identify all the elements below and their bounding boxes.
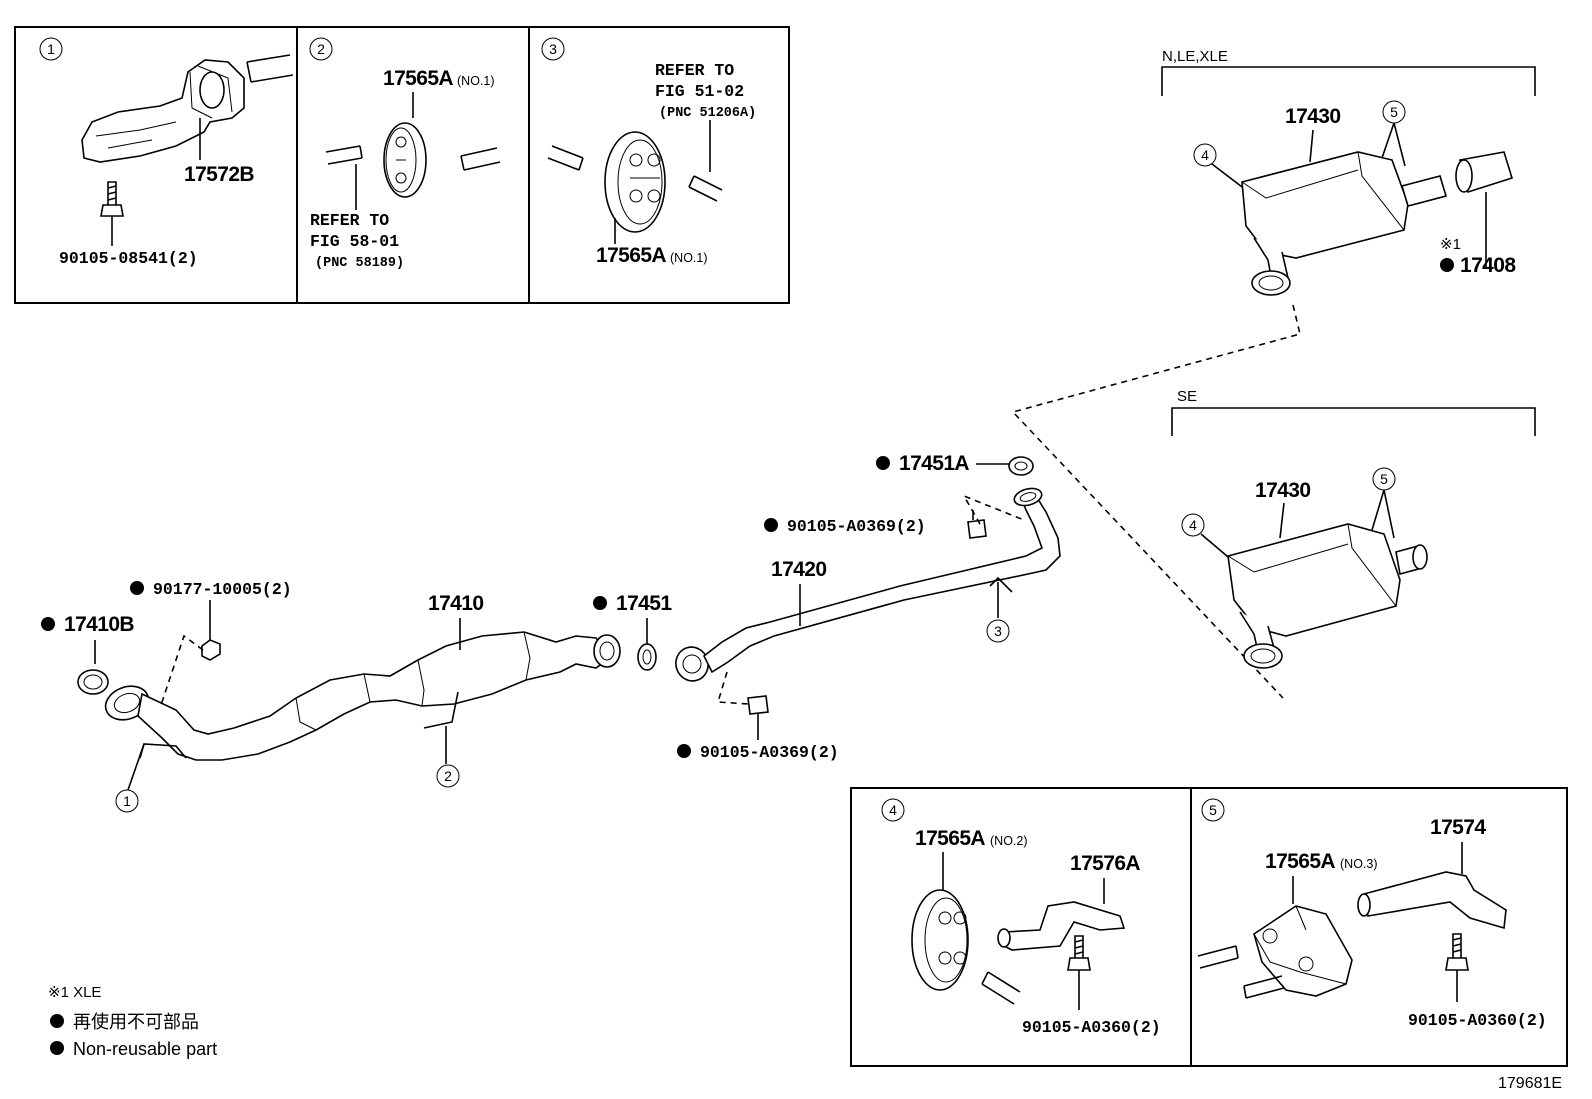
callout-circle-3 — [541, 37, 565, 61]
legend: ※1 XLE 再使用不可部品 Non-reusable part — [48, 984, 217, 1059]
callout-circle-1 — [39, 37, 63, 61]
main-exhaust-assembly: 17410B 90177-10005(2) 1 2 17410 1745 — [41, 452, 1061, 813]
svg-text:3: 3 — [994, 623, 1002, 639]
refer-fig-box2: FIG 58-01 — [310, 232, 399, 251]
part-label-17410B: 17410B — [64, 613, 134, 636]
variant-n-le-xle: N,LE,XLE 17430 5 4 ※1 17408 — [1161, 48, 1536, 296]
svg-text:5: 5 — [1390, 104, 1398, 120]
hanger-rubber-17565A-no3 — [1253, 905, 1353, 997]
refer-to-line-box3: REFER TO — [655, 61, 734, 80]
part-label-17565A-no1-box2: 17565A — [383, 67, 453, 90]
callout-circle-4-box — [881, 798, 905, 822]
refer-pnc-box2: (PNC 58189) — [315, 256, 404, 271]
gasket-17451A — [1008, 456, 1034, 476]
variant-label-n-le-xle: N,LE,XLE — [1162, 48, 1228, 65]
hanger-rod-17574 — [1363, 871, 1507, 930]
svg-text:2: 2 — [444, 768, 452, 784]
gasket-17410B — [77, 669, 109, 695]
part-label-17576A: 17576A — [1070, 852, 1140, 875]
figure-id: 179681E — [1498, 1075, 1562, 1092]
legend-nonreusable-jp: 再使用不可部品 — [73, 1012, 199, 1032]
svg-text:4: 4 — [1189, 517, 1197, 533]
bolt-90105-A0369-front — [747, 695, 769, 715]
bolt-90105-A0360-box5 — [1445, 957, 1469, 971]
non-reusable-dot-bolt-front — [677, 744, 691, 758]
callout-circle-2-label: 2 — [317, 41, 325, 57]
part-label-90105-A0360-box5: 90105-A0360(2) — [1408, 1011, 1547, 1030]
part-label-17430-se: 17430 — [1255, 479, 1310, 502]
callout-circle-1-main — [115, 789, 139, 813]
non-reusable-dot-17408 — [1440, 258, 1454, 272]
svg-text:4: 4 — [1201, 147, 1209, 163]
part-label-no1-box2: (NO.1) — [457, 74, 495, 88]
hanger-rubber-17565A-no2 — [911, 889, 969, 991]
svg-text:5: 5 — [1380, 471, 1388, 487]
part-label-17574: 17574 — [1430, 816, 1486, 839]
hanger-rubber-17565A-box3 — [604, 131, 666, 233]
part-label-17565A-no3: 17565A — [1265, 850, 1335, 873]
center-pipe-17420 — [702, 495, 1061, 674]
legend-nonreusable-en: Non-reusable part — [73, 1039, 217, 1059]
variant-label-se: SE — [1177, 388, 1197, 405]
variant-se: SE 17430 5 4 — [1171, 388, 1536, 669]
non-reusable-dot-bolt-rear — [764, 518, 778, 532]
legend-dot-en — [50, 1041, 64, 1055]
muffler-17430-top — [1241, 151, 1409, 259]
part-label-no2: (NO.2) — [990, 834, 1028, 848]
refer-to-line-box2: REFER TO — [310, 211, 389, 230]
non-reusable-dot-17451 — [593, 596, 607, 610]
part-label-17565A-no2: 17565A — [915, 827, 985, 850]
part-label-17430-top: 17430 — [1285, 105, 1340, 128]
non-reusable-dot-17451A — [876, 456, 890, 470]
detail-box-3: 3 REFER TO FIG 51-02 (PNC 51206A) 17565A… — [528, 26, 790, 304]
non-reusable-dot-17410B — [41, 617, 55, 631]
svg-text:4: 4 — [889, 802, 897, 818]
svg-text:5: 5 — [1209, 802, 1217, 818]
detail-box-5: 5 17574 17565A (NO.3) 90105-A0360(2) — [1190, 787, 1568, 1067]
note-mark-xle: ※1 — [1440, 236, 1461, 253]
part-label-no1-box3: (NO.1) — [670, 251, 708, 265]
part-label-90105-A0360-box4: 90105-A0360(2) — [1022, 1018, 1161, 1037]
nut-90177-10005 — [201, 639, 221, 661]
svg-text:1: 1 — [123, 793, 131, 809]
front-pipe-flange — [104, 685, 150, 721]
callout-circle-5-box — [1201, 798, 1225, 822]
bolt-90105-A0360-box4 — [1067, 957, 1091, 971]
part-label-90177-10005: 90177-10005(2) — [153, 580, 292, 599]
callout-circle-2-main — [436, 764, 460, 788]
gasket-17451 — [637, 643, 657, 671]
part-label-17565A-no1-box3: 17565A — [596, 244, 666, 267]
part-label-no3: (NO.3) — [1340, 857, 1378, 871]
callout-circle-2 — [309, 37, 333, 61]
center-pipe-front-flange — [675, 646, 709, 682]
non-reusable-dot-90177 — [130, 581, 144, 595]
part-label-17572B: 17572B — [184, 163, 254, 186]
detail-box-2: 2 17565A (NO.1) REFER TO FIG 58-01 (PNC … — [296, 26, 530, 304]
part-label-90105-A0369-front: 90105-A0369(2) — [700, 743, 839, 762]
part-label-17451A: 17451A — [899, 452, 969, 475]
refer-pnc-box3: (PNC 51206A) — [659, 106, 756, 121]
callout-circle-1-label: 1 — [47, 41, 55, 57]
callout-circle-4-top — [1193, 143, 1217, 167]
part-label-90105-08541: 90105-08541(2) — [59, 249, 198, 268]
part-label-17410: 17410 — [428, 592, 483, 615]
variant-connector-lines — [1011, 304, 1301, 699]
callout-circle-3-main — [986, 619, 1010, 643]
callout-circle-3-label: 3 — [549, 41, 557, 57]
part-label-17408: 17408 — [1460, 254, 1516, 277]
bolt-90105-08541 — [100, 204, 124, 217]
legend-dot-jp — [50, 1014, 64, 1028]
callout-circle-4-se — [1181, 513, 1205, 537]
part-label-17420: 17420 — [771, 558, 826, 581]
detail-box-1: 1 17572B 90105-08541(2) — [14, 26, 298, 304]
part-label-17451: 17451 — [616, 592, 672, 615]
part-label-90105-A0369-rear: 90105-A0369(2) — [787, 517, 926, 536]
bracket-17576A — [1003, 901, 1126, 951]
legend-note-xle: ※1 XLE — [48, 984, 101, 1001]
detail-box-4: 4 17565A (NO.2) 17576A 90105-A0360(2) — [850, 787, 1192, 1067]
bolt-90105-A0369-rear — [967, 519, 987, 539]
refer-fig-box3: FIG 51-02 — [655, 82, 744, 101]
